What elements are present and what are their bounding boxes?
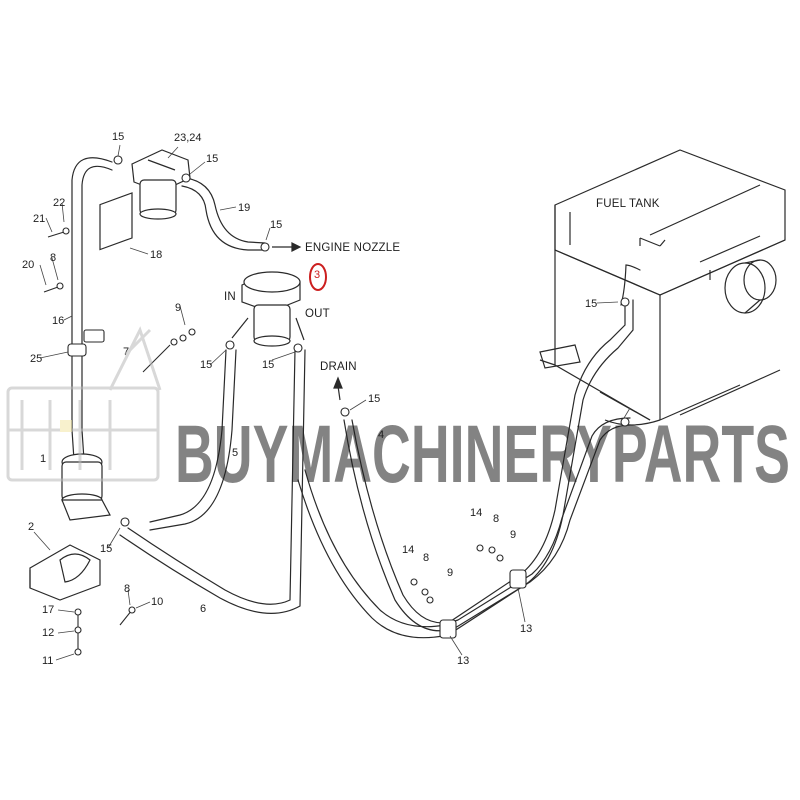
watermark-text: BUYMACHINERYPARTS: [175, 409, 790, 500]
callout: 9: [447, 567, 453, 579]
callout: 6: [200, 603, 206, 615]
fuel-tank: [539, 149, 786, 426]
callout: 15: [206, 153, 218, 165]
callout: 1: [40, 453, 46, 465]
fasteners: [43, 155, 630, 656]
callout: 4: [378, 429, 384, 441]
callout: 13: [520, 623, 532, 635]
callout: 5: [232, 447, 238, 459]
callout: 14: [470, 507, 482, 519]
flow-arrows: [272, 242, 343, 401]
watermark-logo: [6, 326, 162, 482]
leader-lines: [33, 144, 631, 661]
water-separator-top: [99, 149, 191, 251]
callout: 15: [200, 359, 212, 371]
callout: 17: [42, 604, 54, 616]
watermark-square: [60, 420, 72, 432]
callout: 8: [50, 252, 56, 264]
callout: 15: [262, 359, 274, 371]
callout: 9: [510, 529, 516, 541]
fuel-filter-main: [231, 271, 305, 347]
callout: 15: [368, 393, 380, 405]
in-label: IN: [224, 291, 236, 303]
callout: 2: [28, 521, 34, 533]
fuel-tank-label: FUEL TANK: [596, 198, 660, 210]
callout: 15: [270, 219, 282, 231]
callout: 15: [112, 131, 124, 143]
fuel-filter-lower: [61, 453, 111, 521]
callout: 18: [150, 249, 162, 261]
callout: 15: [585, 298, 597, 310]
engine-nozzle-label: ENGINE NOZZLE: [305, 242, 400, 254]
callout-numbers: 15 23,24 15 22 21 19 15 18 20 8 3 16 9 2…: [22, 131, 597, 667]
callout: 15: [100, 543, 112, 555]
callout: 8: [423, 552, 429, 564]
callout: 22: [53, 197, 65, 209]
callout: 16: [52, 315, 64, 327]
highlight-ring-part-3: [309, 263, 327, 291]
callout: 25: [30, 353, 42, 365]
annotations: FUEL TANK ENGINE NOZZLE IN OUT DRAIN: [224, 198, 660, 373]
callout: 9: [175, 302, 181, 314]
drain-label: DRAIN: [320, 361, 357, 373]
callout: 19: [238, 202, 250, 214]
out-label: OUT: [305, 308, 330, 320]
watermark: BUYMACHINERYPARTS: [6, 326, 790, 500]
callout: 13: [457, 655, 469, 667]
callout: 12: [42, 627, 54, 639]
callout: 21: [33, 213, 45, 225]
callout: 23,24: [174, 132, 202, 144]
callout: 11: [42, 655, 53, 667]
bracket-2: [29, 544, 101, 601]
callout: 20: [22, 259, 34, 271]
callout: 3: [314, 269, 320, 281]
callout: 10: [151, 596, 163, 608]
callout: 14: [402, 544, 414, 556]
callout: 8: [124, 583, 130, 595]
callout: 8: [493, 513, 499, 525]
